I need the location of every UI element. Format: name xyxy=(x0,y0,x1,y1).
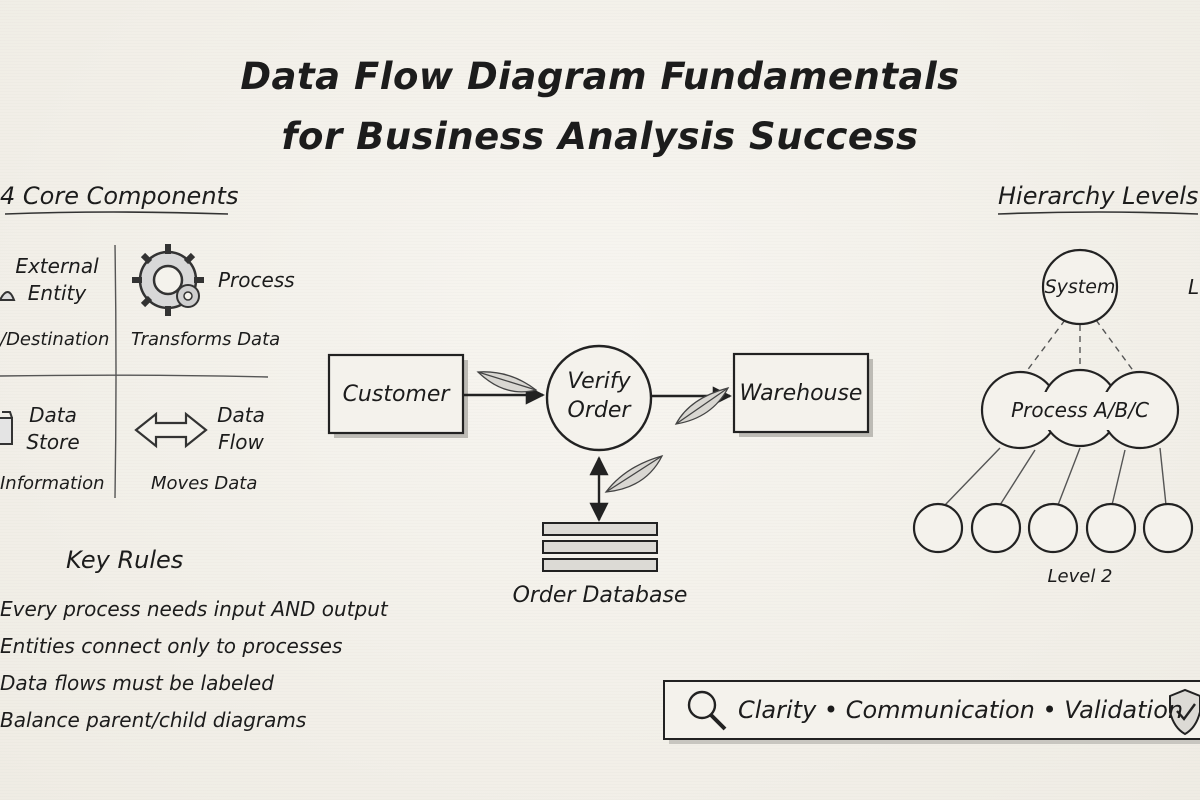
component-data-flow-name2: Flow xyxy=(218,430,264,454)
warehouse-box-shape xyxy=(732,352,870,434)
hierarchy-header: Hierarchy Levels xyxy=(998,182,1199,210)
page-title-line1: Data Flow Diagram Fundamentals xyxy=(240,55,960,98)
component-data-store-name: Data xyxy=(29,403,77,427)
feather-icon xyxy=(476,371,538,393)
page-title-line2: for Business Analysis Success xyxy=(281,115,919,158)
feather-icon xyxy=(604,454,664,493)
component-process-desc: Transforms Data xyxy=(131,329,281,350)
component-external-entity-name: External xyxy=(15,254,99,278)
components-grid-horizontal xyxy=(0,374,269,378)
customer-entity-label: Customer xyxy=(342,382,450,407)
rule-item: Balance parent/child diagrams xyxy=(0,708,307,732)
level-side-label: L xyxy=(1188,275,1200,299)
components-header: 4 Core Components xyxy=(0,182,239,210)
order-database-label: Order Database xyxy=(512,583,688,608)
double-arrow-icon xyxy=(134,411,208,449)
verify-order-label-line2: Order xyxy=(567,398,631,423)
component-data-flow-name: Data xyxy=(217,403,265,427)
gear-icon xyxy=(132,244,204,316)
verify-order-label-line1: Verify xyxy=(567,369,631,394)
rule-item: Entities connect only to processes xyxy=(0,634,343,658)
magnifier-icon xyxy=(687,690,727,731)
component-data-flow-desc: Moves Data xyxy=(151,473,258,494)
level2-nodes xyxy=(912,502,1194,554)
hierarchy-header-underline xyxy=(997,211,1199,215)
rule-item: Data flows must be labeled xyxy=(0,671,274,695)
process-abc-label: Process A/B/C xyxy=(1011,398,1149,422)
component-external-entity-desc: /Destination xyxy=(0,329,110,350)
customer-box-shape xyxy=(327,353,465,435)
verify-order-circle xyxy=(545,344,653,452)
component-data-store-desc: Information xyxy=(0,473,105,494)
components-header-underline xyxy=(4,211,229,215)
document-icon xyxy=(0,411,13,445)
rules-header: Key Rules xyxy=(66,546,184,574)
feather-icon xyxy=(674,386,730,425)
component-process-name: Process xyxy=(218,268,295,292)
level-2-label: Level 2 xyxy=(1047,566,1113,587)
person-icon xyxy=(0,291,16,301)
database-stack xyxy=(542,522,658,572)
warehouse-entity-label: Warehouse xyxy=(739,381,863,406)
component-external-entity-name2: Entity xyxy=(27,281,87,305)
process-cluster-mask xyxy=(990,392,1170,430)
banner-box xyxy=(663,680,1200,740)
components-grid-vertical xyxy=(114,244,117,499)
hierarchy-tree-lines xyxy=(1019,319,1141,381)
hierarchy-tree-branches xyxy=(944,447,1167,506)
system-node xyxy=(1041,248,1119,326)
component-data-store-name2: Store xyxy=(26,430,80,454)
banner-text: Clarity • Communication • Validation xyxy=(738,696,1184,724)
system-node-label: System xyxy=(1044,276,1116,298)
rule-item: Every process needs input AND output xyxy=(0,597,388,621)
